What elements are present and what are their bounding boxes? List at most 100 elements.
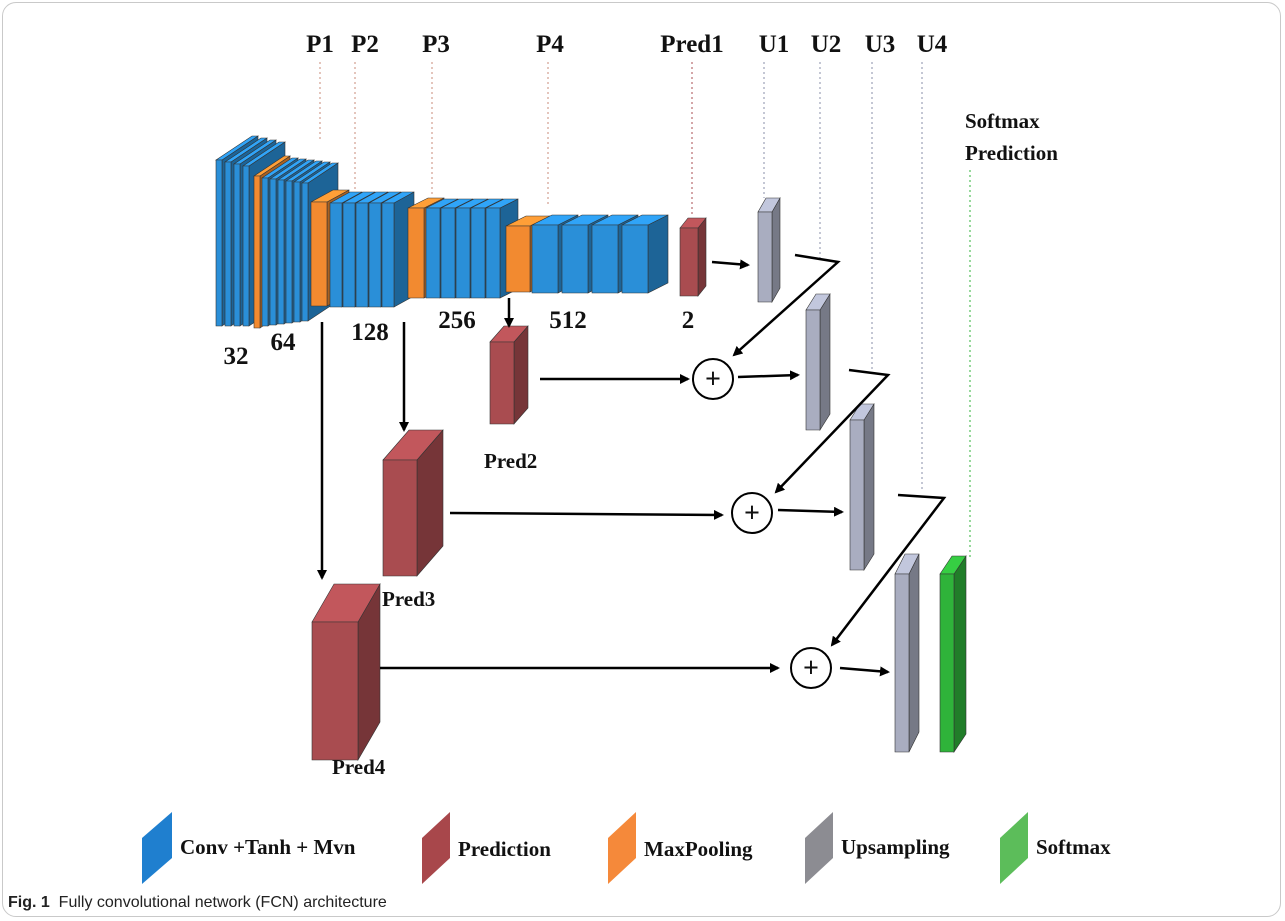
arrow-u3-to-sum3 [830,493,947,647]
label-u1: U1 [759,31,790,58]
label-p2: P2 [351,31,379,58]
label-pred2: Pred2 [484,449,537,473]
caption-text: Fully convolutional network (FCN) archit… [58,894,387,911]
conv-block-512-front [531,224,559,294]
label-p4: P4 [536,31,564,58]
u3-plate-side [863,402,875,572]
pred4-plate [311,582,381,762]
legend-label-maxpooling: MaxPooling [644,837,753,861]
pred2-plate [489,325,529,425]
pred1-plate [679,217,707,297]
channels-2: 2 [682,307,695,334]
conv-block-32-front [242,165,250,327]
pred4-plate-front [311,621,359,761]
legend: Conv +Tanh + Mvn Prediction MaxPooling U… [142,812,1111,884]
conv-block-32-front [233,163,241,327]
conv-block-128-front [381,202,395,308]
u2-plate [805,292,831,432]
conv-block-128-front [342,202,356,308]
conv-block-64-front [261,177,269,327]
plus-symbol: + [803,653,819,684]
channels-32: 32 [224,343,249,370]
label-prediction: Prediction [965,141,1058,165]
legend-item-upsampling: Upsampling [805,812,950,884]
conv-block-512 [621,214,669,294]
sum-nodes: + + + [692,358,832,689]
label-pred1: Pred1 [660,31,723,58]
stage-labels: P1 P2 P3 P4 Pred1 U1 U2 U3 U4 Softmax Pr… [306,31,1058,165]
arrow-pred1-u1 [711,259,750,270]
u4-plate [894,553,920,753]
u2-plate-side [819,292,831,432]
plates [311,196,967,762]
arrow-sum3-u4 [839,666,890,677]
pred1-plate-side [697,217,707,297]
conv-block-64-front [269,178,277,326]
legend-label-prediction: Prediction [458,837,551,861]
softmax-plate-side [953,555,967,753]
arrow-u2-to-sum2 [774,368,891,494]
channels-256: 256 [438,307,476,334]
arrow-pred3-sum2 [449,509,724,520]
legend-label-conv: Conv +Tanh + Mvn [180,835,356,859]
pred3-plate [382,429,444,577]
arrow-sum2-u3 [777,506,844,517]
conv-block-128-front [355,202,369,308]
conv-block-256-front [425,207,441,299]
legend-item-prediction: Prediction [422,812,551,884]
conv-block-512-front [561,224,589,294]
label-pred4: Pred4 [332,755,386,779]
label-softmax: Softmax [965,109,1040,133]
u1-plate [757,196,781,304]
conv-block-128-front [329,202,343,308]
label-u4: U4 [917,31,948,58]
conv-block-32-front [215,159,223,327]
legend-label-upsampling: Upsampling [841,835,950,859]
u4-plate-front [894,573,910,753]
pred1-plate-front [679,227,699,297]
label-p1: P1 [306,31,334,58]
label-p3: P3 [422,31,450,58]
legend-item-maxpooling: MaxPooling [608,812,753,884]
arrow-sum1-u2 [737,370,800,381]
conv-block-32-front [224,161,232,327]
caption-number: Fig. 1 [8,894,50,911]
pool-block-2-front [310,201,328,307]
encoder-blocks [215,135,669,329]
u1-plate-front [757,211,773,303]
channels-64: 64 [271,329,297,356]
conv-block-64-front [293,181,301,323]
pred-labels: Pred2 Pred3 Pred4 [332,449,537,779]
conv-block-256-front [485,207,501,299]
softmax-plate [939,555,967,753]
conv-block-64-front [301,182,309,322]
dotted-guides [319,62,971,558]
arrow-u1-to-sum1 [732,253,841,357]
pred3-plate-front [382,459,418,577]
pred2-plate-side [513,325,529,425]
u3-plate-front [849,419,865,571]
u2-plate-front [805,309,821,431]
plus-symbol: + [705,364,721,395]
conv-block-512-front [591,224,619,294]
legend-label-softmax: Softmax [1036,835,1111,859]
u3-plate [849,402,875,572]
sum-node-1: + [692,358,734,400]
conv-block-256-front [455,207,471,299]
label-pred3: Pred3 [382,587,435,611]
conv-block-512-front [621,224,649,294]
pool-block-4-front [505,225,531,293]
u1-plate-side [771,196,781,304]
conv-block-64-front [277,179,285,325]
legend-item-conv: Conv +Tanh + Mvn [142,812,356,884]
u4-plate-side [908,553,920,753]
channel-labels: 32 64 128 256 512 2 [224,307,695,370]
label-u2: U2 [811,31,842,58]
channels-128: 128 [351,319,389,346]
legend-item-softmax: Softmax [1000,812,1111,884]
pool-block-3-front [407,207,425,299]
pred2-plate-front [489,341,515,425]
conv-block-256-front [470,207,486,299]
softmax-plate-front [939,573,955,753]
